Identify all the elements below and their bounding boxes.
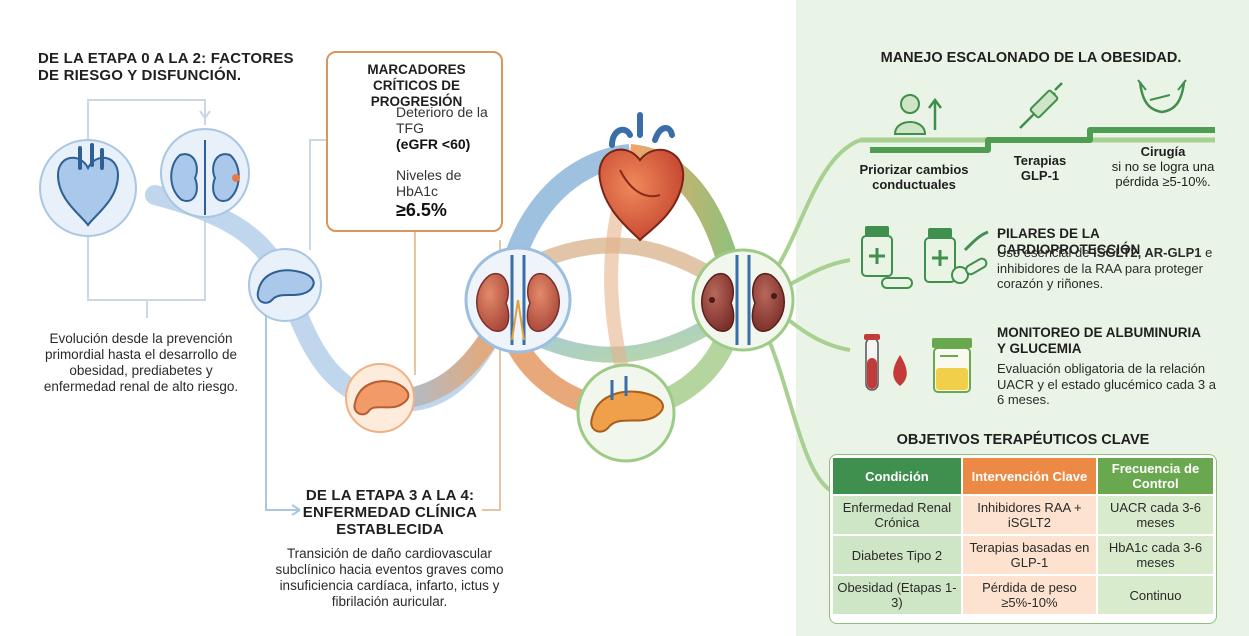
marker-hba1c-label: Niveles de HbA1c xyxy=(396,167,462,199)
person-icon xyxy=(893,94,942,135)
pill-bottle-icon xyxy=(924,228,989,284)
stage-0-2-title: DE LA ETAPA 0 A LA 2: FACTORES DE RIESGO… xyxy=(38,50,294,84)
stage-3-4-description: Transición de daño cardiovascular subclí… xyxy=(275,546,504,609)
pancreas-icon xyxy=(345,363,415,433)
table-row: Obesidad (Etapas 1-3) Pérdida de peso ≥5… xyxy=(833,576,1213,614)
table-row: Diabetes Tipo 2 Terapias basadas en GLP-… xyxy=(833,536,1213,574)
table-cell: HbA1c cada 3-6 meses xyxy=(1097,536,1213,574)
objectives-table: Condición Intervención Clave Frecuencia … xyxy=(831,456,1215,616)
pancreas-icon xyxy=(576,363,676,463)
objectives-title: OBJETIVOS TERAPÉUTICOS CLAVE xyxy=(896,432,1150,448)
kidneys-icon xyxy=(160,128,250,218)
kidneys-icon xyxy=(691,248,795,352)
monitoring-title: MONITOREO DE ALBUMINURIA Y GLUCEMIA xyxy=(997,325,1201,356)
stage-3-4-title: DE LA ETAPA 3 A LA 4: ENFERMEDAD CLÍNICA… xyxy=(302,487,478,538)
step-surgery-title: Cirugía xyxy=(1140,144,1186,159)
pillars-title: PILARES DE LA CARDIOPROTECCIÓN xyxy=(997,226,1141,257)
pillars-body-post: e inhibidores de la RAA para proteger co… xyxy=(997,245,1213,291)
urine-sample-icon xyxy=(932,338,972,393)
table-cell: Diabetes Tipo 2 xyxy=(833,536,961,574)
pill-bottle-icon xyxy=(861,226,913,289)
monitoring-body: Evaluación obligatoria de la relación UA… xyxy=(997,361,1216,407)
table-header-frequency: Frecuencia de Control xyxy=(1097,458,1213,494)
step-behavioral: Priorizar cambios conductuales xyxy=(859,162,969,192)
step-surgery: Cirugía si no se logra una pérdida ≥5-10… xyxy=(1098,144,1228,189)
management-title: MANEJO ESCALONADO DE LA OBESIDAD. xyxy=(880,50,1182,66)
marker-gfr-label: Deterioro de la TFG xyxy=(396,104,488,136)
table-row: Enfermedad Renal Crónica Inhibidores RAA… xyxy=(833,496,1213,534)
step-glp1: Terapias GLP-1 xyxy=(1013,153,1067,183)
kidneys-icon xyxy=(464,246,572,354)
table-cell: Obesidad (Etapas 1-3) xyxy=(833,576,961,614)
table-header-condition: Condición xyxy=(833,458,961,494)
pancreas-icon xyxy=(248,248,322,322)
table-cell: UACR cada 3-6 meses xyxy=(1097,496,1213,534)
table-header-row: Condición Intervención Clave Frecuencia … xyxy=(833,458,1213,494)
table-header-intervention: Intervención Clave xyxy=(962,458,1096,494)
table-cell: Enfermedad Renal Crónica xyxy=(833,496,961,534)
table-cell: Continuo xyxy=(1097,576,1213,614)
pillars-body: Uso esencial de iSGLT2, AR-GLP1 e inhibi… xyxy=(997,245,1237,292)
pillars-body-bold: iSGLT2, AR-GLP1 xyxy=(1093,245,1202,260)
marker-hba1c-value: ≥6.5% xyxy=(396,200,447,220)
marker-gfr: Deterioro de la TFG (eGFR <60) xyxy=(396,104,496,152)
stage-0-2-description: Evolución desde la prevención primordial… xyxy=(43,331,239,394)
blood-tube-icon xyxy=(864,334,907,391)
heart-icon xyxy=(39,139,137,237)
marker-gfr-value: (eGFR <60) xyxy=(396,136,471,152)
heart-icon xyxy=(598,112,685,242)
table-cell: Pérdida de peso ≥5%-10% xyxy=(962,576,1096,614)
surgery-icon xyxy=(1137,79,1187,114)
pillars-body-pre: Uso esencial de xyxy=(997,245,1094,260)
step-surgery-sub: si no se logra una pérdida ≥5-10%. xyxy=(1111,159,1215,189)
syringe-icon xyxy=(1019,82,1063,129)
markers-title: MARCADORES CRÍTICOS DE PROGRESIÓN xyxy=(367,62,466,109)
critical-markers-box: MARCADORES CRÍTICOS DE PROGRESIÓN xyxy=(326,51,503,232)
table-cell: Inhibidores RAA + iSGLT2 xyxy=(962,496,1096,534)
marker-hba1c: Niveles de HbA1c ≥6.5% xyxy=(396,167,496,221)
table-cell: Terapias basadas en GLP-1 xyxy=(962,536,1096,574)
